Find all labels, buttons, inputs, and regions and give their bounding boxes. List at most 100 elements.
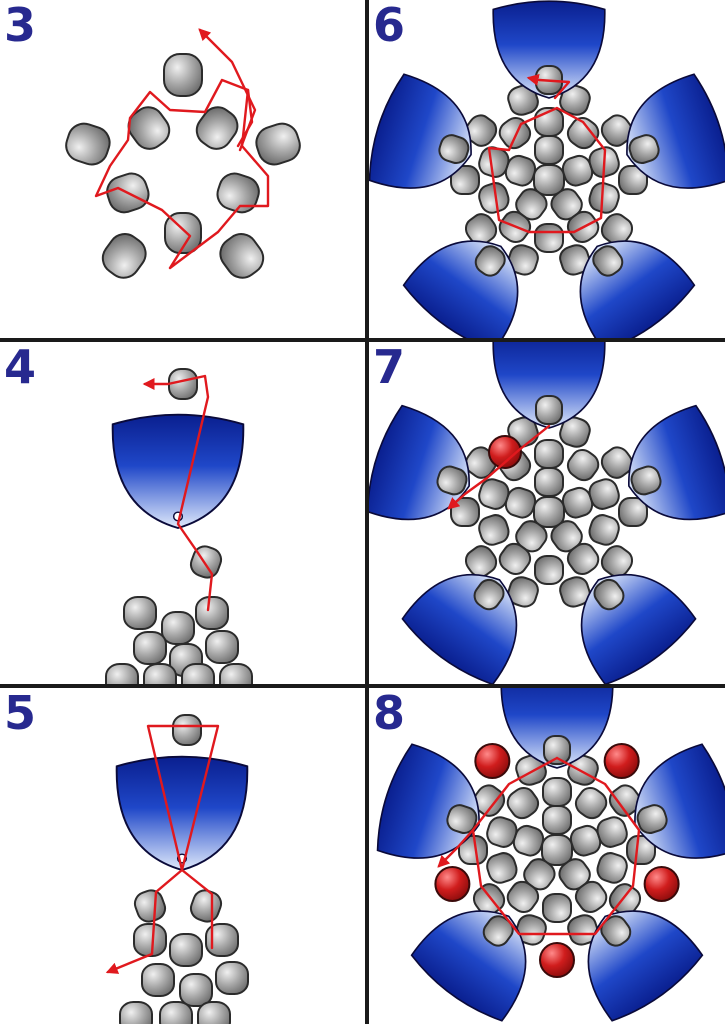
round-accent-bead	[474, 743, 511, 780]
seed-bead	[215, 961, 249, 995]
seed-bead	[559, 244, 591, 276]
step-number: 5	[4, 688, 36, 740]
seed-bead	[608, 784, 642, 817]
seed-bead	[172, 714, 202, 746]
seed-bead	[486, 816, 518, 848]
thread-path-arrow	[526, 73, 571, 100]
drop-bead	[111, 413, 245, 529]
step-number: 3	[4, 0, 36, 52]
seed-bead	[596, 816, 628, 848]
seed-bead	[600, 545, 634, 578]
seed-bead	[474, 245, 506, 277]
seed-bead	[189, 545, 223, 579]
thread-path-arrow	[94, 78, 270, 270]
seed-bead	[559, 416, 591, 448]
seed-bead	[533, 496, 565, 528]
seed-bead	[588, 182, 620, 214]
seed-bead	[216, 172, 260, 214]
seed-bead	[181, 663, 215, 684]
seed-bead	[472, 784, 506, 817]
seed-bead	[507, 84, 539, 116]
seed-bead	[600, 213, 634, 246]
seed-bead	[195, 106, 239, 150]
seed-bead	[506, 880, 540, 913]
step-8-diagram	[376, 688, 725, 1022]
seed-bead	[189, 889, 223, 923]
seed-bead	[542, 777, 572, 807]
seed-bead	[636, 804, 668, 835]
seed-bead	[164, 212, 202, 254]
divider-horizontal-1	[0, 338, 725, 342]
round-accent-bead	[539, 942, 575, 978]
seed-bead	[626, 835, 656, 865]
step-number: 8	[373, 688, 405, 740]
seed-bead	[600, 114, 634, 147]
seed-bead	[101, 233, 147, 279]
seed-bead	[574, 880, 608, 913]
seed-bead	[255, 122, 301, 166]
seed-bead	[618, 497, 648, 527]
round-accent-bead	[488, 435, 522, 469]
drop-bead	[115, 755, 249, 871]
seed-bead	[534, 555, 564, 585]
panel-step-8: 8	[369, 688, 725, 1024]
seed-bead	[143, 663, 177, 684]
thread-path-arrow	[142, 374, 214, 612]
seed-bead	[588, 514, 620, 546]
seed-bead	[464, 114, 498, 147]
seed-bead	[534, 223, 564, 253]
seed-bead	[588, 478, 620, 510]
thread-path-arrow	[146, 724, 220, 872]
seed-bead	[566, 117, 600, 150]
divider-horizontal-2	[0, 684, 725, 688]
seed-bead	[133, 889, 167, 923]
seed-bead	[123, 596, 157, 630]
panel-step-7: 7	[369, 342, 725, 684]
panel-step-6: 6	[369, 0, 725, 338]
step-3-diagram	[65, 28, 301, 279]
step-5-diagram	[105, 714, 249, 1024]
seed-bead	[161, 611, 195, 645]
seed-bead	[628, 134, 660, 165]
seed-bead	[630, 465, 662, 496]
seed-bead	[559, 84, 591, 116]
seed-bead	[119, 1001, 153, 1024]
seed-bead	[438, 134, 470, 165]
seed-bead	[542, 805, 572, 835]
seed-bead	[205, 630, 239, 664]
divider-vertical	[365, 0, 369, 1024]
seed-bead	[450, 165, 480, 195]
seed-bead	[507, 576, 539, 608]
seed-bead	[543, 735, 571, 765]
seed-bead	[593, 578, 625, 611]
seed-bead	[535, 395, 563, 425]
seed-bead	[600, 446, 634, 479]
seed-bead	[534, 439, 564, 469]
seed-bead	[464, 213, 498, 246]
thread-path-arrow	[471, 756, 641, 936]
seed-bead	[446, 804, 478, 835]
thread-path-arrow	[180, 868, 214, 950]
seed-bead	[105, 663, 139, 684]
seed-bead	[534, 135, 564, 165]
seed-bead	[205, 923, 239, 957]
seed-bead	[507, 244, 539, 276]
seed-bead	[169, 933, 203, 967]
seed-bead	[596, 852, 628, 884]
seed-bead	[506, 787, 540, 820]
panel-step-5: 5	[0, 688, 365, 1024]
seed-bead	[478, 478, 510, 510]
round-accent-bead	[434, 865, 471, 902]
seed-bead	[133, 631, 167, 665]
thread-path-arrow	[437, 828, 475, 868]
seed-bead	[141, 963, 175, 997]
seed-bead	[542, 893, 572, 923]
seed-bead	[219, 663, 253, 684]
seed-bead	[533, 164, 565, 196]
seed-bead	[486, 852, 518, 884]
seed-bead	[219, 233, 265, 279]
seed-bead	[179, 973, 213, 1007]
seed-bead	[464, 545, 498, 578]
step-number: 4	[4, 342, 36, 394]
